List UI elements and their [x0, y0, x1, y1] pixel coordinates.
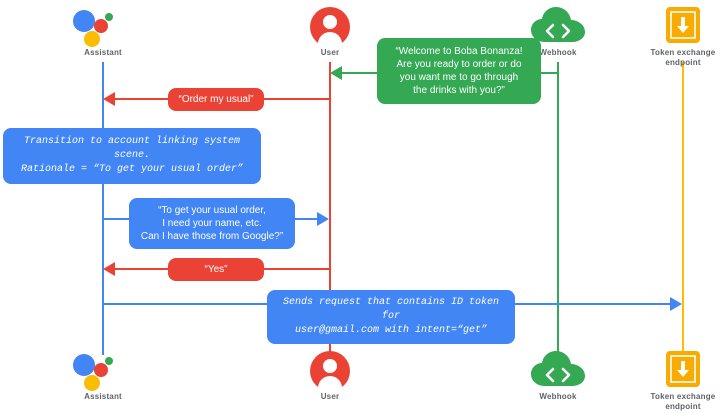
actor-label-webhook-bottom: Webhook: [539, 392, 577, 401]
actor-assistant-top: Assistant: [43, 4, 163, 58]
assistant-dot-red: [94, 19, 108, 33]
actor-webhook-bottom: Webhook: [498, 348, 618, 402]
actor-label-assistant: Assistant: [84, 48, 122, 57]
assistant-dot-red: [94, 363, 108, 377]
arrow-head-yes: [103, 262, 115, 276]
google-assistant-icon-bottom: [43, 348, 163, 391]
user-mask: [310, 43, 350, 49]
assistant-dot-yellow: [84, 375, 100, 391]
user-head: [323, 359, 337, 373]
actor-label-assistant-bottom: Assistant: [84, 392, 122, 401]
cloud-shape: [530, 350, 586, 395]
message-ask-for-name: “To get your usual order, I need your na…: [129, 198, 295, 249]
google-assistant-icon: [43, 4, 163, 47]
actor-assistant-bottom: Assistant: [43, 348, 163, 402]
message-order-my-usual: “Order my usual”: [168, 88, 264, 111]
user-mask: [310, 387, 350, 393]
actor-label-endpoint: Token exchange endpoint: [650, 48, 716, 67]
assistant-dot-blue: [73, 10, 95, 32]
endpoint-shape: [665, 6, 701, 49]
endpoint-shape: [665, 350, 701, 393]
actor-endpoint-top: Token exchange endpoint: [623, 4, 725, 68]
message-yes: “Yes”: [168, 258, 264, 281]
actor-webhook-top: Webhook: [498, 4, 618, 58]
arrow-head-ask-for-name: [317, 212, 329, 226]
lifeline-webhook: [557, 62, 559, 355]
message-welcome: “Welcome to Boba Bonanza! Are you ready …: [377, 38, 541, 104]
lifeline-endpoint: [682, 62, 684, 355]
lifeline-user: [329, 62, 331, 355]
user-avatar-icon-bottom: [270, 348, 390, 393]
cloud-code-icon-bottom: [498, 348, 618, 390]
actor-user-bottom: User: [270, 348, 390, 402]
actor-endpoint-bottom: Token exchange endpoint: [623, 348, 725, 412]
message-transition-note: Transition to account linking system sce…: [3, 128, 261, 184]
cloud-code-icon: [498, 4, 618, 46]
cloud-shape: [530, 6, 586, 51]
arrow-head-welcome: [330, 66, 342, 80]
arrow-head-sends-request: [670, 297, 682, 311]
assistant-dot-blue: [73, 354, 95, 376]
download-box-icon-bottom: [623, 348, 725, 390]
lifeline-assistant: [102, 62, 104, 355]
assistant-dot-yellow: [84, 31, 100, 47]
message-sends-request: Sends request that contains ID token for…: [267, 290, 515, 344]
arrow-head-order-my-usual: [103, 92, 115, 106]
user-head: [323, 15, 337, 29]
assistant-dot-green: [105, 357, 113, 365]
actor-label-endpoint-bottom: Token exchange endpoint: [650, 392, 716, 411]
actor-label-user: User: [320, 48, 340, 57]
actor-label-webhook: Webhook: [539, 48, 577, 57]
assistant-dot-green: [105, 13, 113, 21]
user-avatar-icon: [270, 4, 390, 49]
actor-user-top: User: [270, 4, 390, 58]
download-box-icon: [623, 4, 725, 46]
actor-label-user-bottom: User: [320, 392, 340, 401]
